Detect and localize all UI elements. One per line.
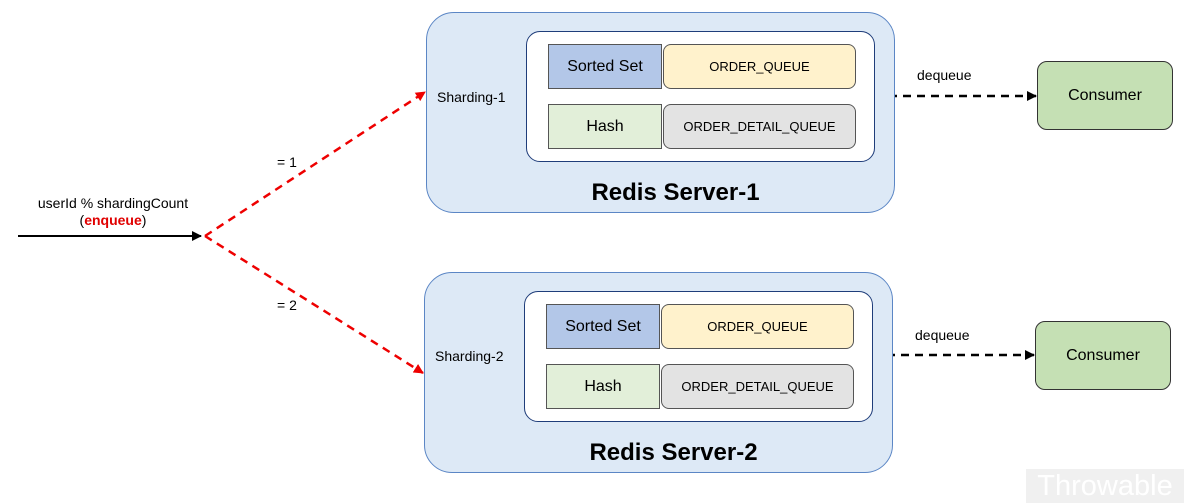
branch-condition-2: = 2 bbox=[277, 297, 297, 313]
routing-arrow-2 bbox=[204, 234, 424, 375]
data-structures-panel-2: Sorted Set ORDER_QUEUE Hash ORDER_DETAIL… bbox=[524, 291, 873, 422]
redis-server-2: Sharding-2 Sorted Set ORDER_QUEUE Hash O… bbox=[424, 272, 893, 473]
shard-label-2: Sharding-2 bbox=[435, 348, 504, 364]
hash-cell-1: Hash bbox=[548, 104, 662, 149]
dequeue-label-2: dequeue bbox=[915, 327, 970, 343]
order-detail-queue-cell-1: ORDER_DETAIL_QUEUE bbox=[663, 104, 856, 149]
consumer-2: Consumer bbox=[1035, 321, 1171, 390]
order-queue-cell-2: ORDER_QUEUE bbox=[661, 304, 854, 349]
entry-action-line: (enqueue) bbox=[79, 212, 147, 228]
branch-condition-1: = 1 bbox=[277, 154, 297, 170]
watermark: Throwable bbox=[1026, 469, 1184, 503]
order-queue-cell-1: ORDER_QUEUE bbox=[663, 44, 856, 89]
order-detail-queue-cell-2: ORDER_DETAIL_QUEUE bbox=[661, 364, 854, 409]
data-structures-panel-1: Sorted Set ORDER_QUEUE Hash ORDER_DETAIL… bbox=[526, 31, 875, 162]
sorted-set-cell-2: Sorted Set bbox=[546, 304, 660, 349]
dequeue-label-1: dequeue bbox=[917, 67, 972, 83]
enqueue-label: enqueue bbox=[84, 212, 142, 228]
hash-cell-2: Hash bbox=[546, 364, 660, 409]
entry-label: userId % shardingCount (enqueue) bbox=[18, 195, 208, 229]
routing-arrow-1 bbox=[204, 90, 426, 238]
redis-server-1: Sharding-1 Sorted Set ORDER_QUEUE Hash O… bbox=[426, 12, 895, 213]
consumer-1: Consumer bbox=[1037, 61, 1173, 130]
shard-label-1: Sharding-1 bbox=[437, 89, 506, 105]
server-title-1: Redis Server-1 bbox=[591, 179, 760, 206]
server-title-2: Redis Server-2 bbox=[589, 439, 758, 466]
entry-expression: userId % shardingCount bbox=[37, 195, 189, 211]
sorted-set-cell-1: Sorted Set bbox=[548, 44, 662, 89]
